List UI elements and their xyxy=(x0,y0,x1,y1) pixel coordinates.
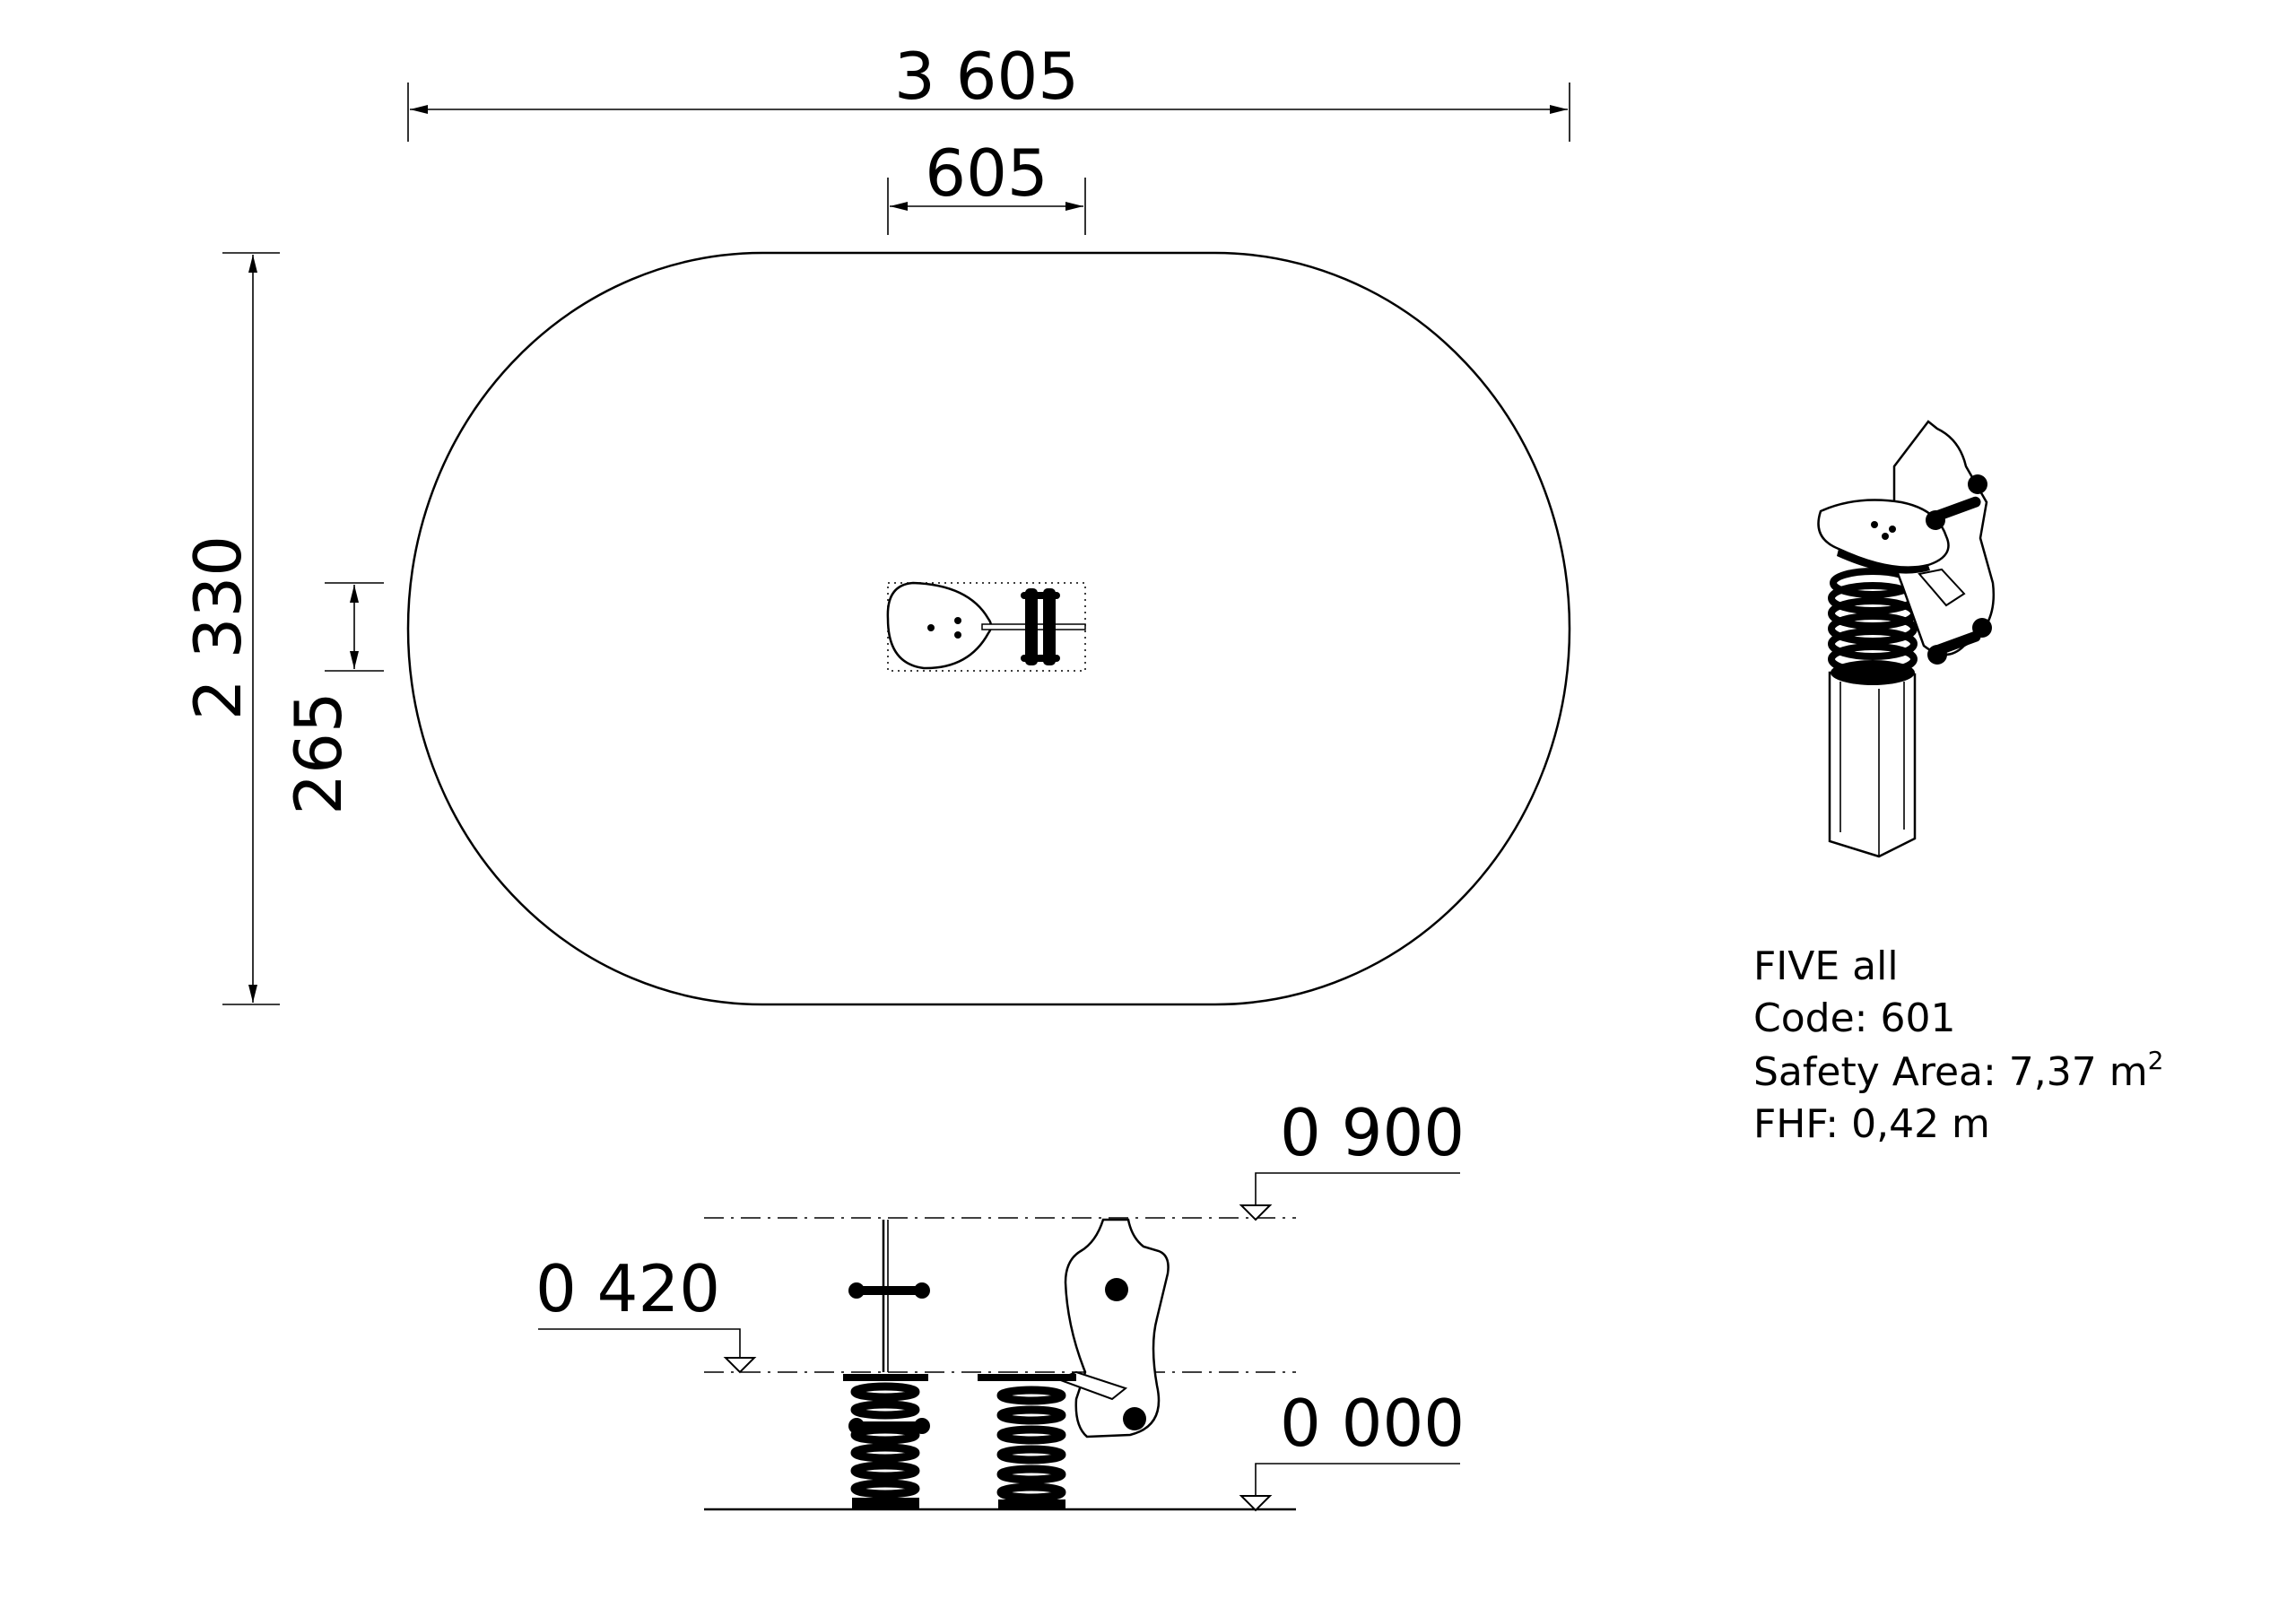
level-ground-marker: 0 000 xyxy=(1239,1386,1465,1512)
equipment-plan-symbol xyxy=(886,581,1086,672)
free-height-of-fall: FHF: 0,42 m xyxy=(1753,1101,1990,1147)
equipment-width-label: 605 xyxy=(925,135,1048,211)
plan-view: 3 605 605 2 330 265 xyxy=(180,39,1571,1006)
level-ground-label: 0 000 xyxy=(1280,1386,1465,1461)
overall-length-label: 3 605 xyxy=(894,39,1079,114)
info-block: FIVE all Code: 601 Safety Area: 7,37 m2 … xyxy=(1753,943,2163,1147)
elevation-front xyxy=(843,1220,930,1509)
overall-width-label: 2 330 xyxy=(180,535,256,720)
product-name: FIVE all xyxy=(1753,943,1899,989)
elevation-side xyxy=(978,1218,1170,1509)
level-top-marker: 0 900 xyxy=(1239,1095,1465,1221)
elevation-view: 0 900 0 420 0 000 xyxy=(535,1095,1465,1512)
product-code: Code: 601 xyxy=(1753,995,1955,1041)
equipment-depth-dimension: 265 xyxy=(281,582,384,815)
level-top-label: 0 900 xyxy=(1280,1095,1465,1170)
equipment-depth-label: 265 xyxy=(281,691,356,814)
equipment-width-dimension: 605 xyxy=(887,135,1086,235)
overall-width-dimension: 2 330 xyxy=(180,252,280,1005)
safety-area-outline xyxy=(406,251,1571,1006)
level-fall-height-marker: 0 420 xyxy=(535,1251,757,1374)
isometric-view xyxy=(1817,420,1996,858)
level-fall-height-label: 0 420 xyxy=(535,1251,720,1326)
safety-area-exponent: 2 xyxy=(2148,1046,2164,1075)
safety-area: Safety Area: 7,37 m2 xyxy=(1753,1046,2163,1095)
overall-length-dimension: 3 605 xyxy=(407,39,1570,142)
